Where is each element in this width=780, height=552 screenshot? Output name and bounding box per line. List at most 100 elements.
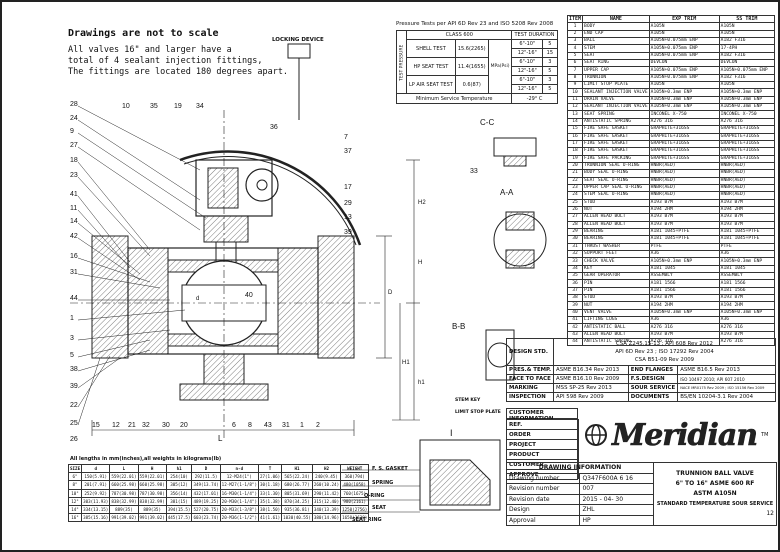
parts-cell: A181 1045 — [718, 264, 776, 274]
dims-cell: 527(20.75) — [191, 504, 221, 515]
dim-H1: H1 — [402, 360, 410, 366]
dims-cell: 603(23.74) — [191, 513, 221, 523]
parts-cell: A105N+0.3mm ENP — [648, 308, 720, 318]
info-value: ZHL — [579, 504, 654, 516]
meridian-logo: Meridian TM — [584, 412, 774, 458]
parts-cell: HNBR(AED) — [718, 191, 776, 200]
customer-info-header: CUSTOMER INFORMATION — [506, 408, 578, 422]
support-feet — [179, 383, 269, 401]
dims-cell: 16" — [67, 513, 83, 523]
parts-cell: CHECK VALVE — [582, 257, 650, 266]
dims-cell: 787(30.98) — [137, 488, 167, 498]
parts-cell: 16 — [566, 132, 584, 141]
parts-cell: 12 — [566, 103, 584, 112]
dims-header-cell: L — [109, 463, 139, 474]
parts-cell: FIRE SAFE GASKET — [582, 139, 650, 149]
parts-cell: GRAPHITE+316SS — [718, 132, 776, 141]
dim-H: H — [418, 260, 423, 266]
callout: 7 — [344, 134, 348, 141]
parts-cell: ALLEN HEAD BOLT — [582, 220, 650, 229]
parts-cell: SEAT — [582, 51, 650, 61]
parts-cell: A105N+0.3mm ENP — [648, 95, 720, 105]
parts-cell: A105N+0.075mm ENP — [648, 73, 720, 83]
dims-header-cell: H2 — [311, 463, 342, 474]
parts-cell: HNBR(AED) — [718, 176, 776, 185]
dims-row: 12"303(11.93)838(32.99)838(32.99)381(15)… — [67, 496, 370, 506]
dims-header-cell: WEIGHT — [340, 463, 370, 474]
parts-cell: ALLEN HEAD BOLT — [582, 213, 650, 222]
parts-cell: HNBR(AED) — [718, 183, 776, 193]
parts-cell: 20 — [566, 161, 584, 171]
parts-cell: THRUST WASHER — [582, 242, 650, 252]
dims-cell: 12-M27(1-1/8") — [219, 480, 259, 490]
parts-cell: PIN — [582, 279, 650, 288]
parts-cell: 39 — [566, 301, 584, 310]
dims-row: 16"385(15.16)991(39.02)991(39.02)445(17.… — [67, 513, 370, 523]
min-temp-value: -29° C — [511, 93, 558, 104]
locking-device — [287, 43, 311, 59]
test-value: 0.6(87) — [454, 75, 489, 94]
dims-cell: 150(5.91) — [81, 472, 111, 482]
parts-cell: A181 1045+PTFE — [718, 227, 776, 237]
dims-cell: 340(13.39) — [311, 504, 342, 515]
size-range: 12"-16" — [511, 48, 544, 58]
dim-h1: h1 — [418, 380, 425, 386]
parts-cell: 41 — [566, 316, 584, 325]
parts-cell: ASSEMBLY — [718, 272, 776, 281]
dims-cell: 432(17.01) — [191, 488, 221, 498]
parts-cell: INCONEL X-750 — [718, 110, 776, 119]
parts-cell: A276 316 — [648, 117, 720, 127]
info-label: Design — [505, 504, 581, 516]
duration: 15 — [542, 48, 558, 58]
dims-cell: 360(794) — [340, 472, 370, 482]
dims-header-cell: d — [81, 463, 111, 474]
parts-cell: TRUNNION SEAL O-RING — [582, 161, 650, 171]
parts-cell: A181 1566 — [718, 279, 776, 288]
dims-cell: 35(1.38) — [257, 496, 283, 506]
dim-L: L — [218, 434, 223, 443]
title-line: 6" TO 16" ASME 600 RF — [675, 480, 755, 487]
parts-cell: TRUNNION — [582, 73, 650, 83]
notes-line: The fittings are located 180 degrees apa… — [68, 67, 289, 77]
notes-line: total of 4 sealant injection fittings, — [68, 56, 263, 66]
dims-cell: 334(13.15) — [81, 504, 111, 515]
parts-cell: BODY SEAL O-RING — [582, 169, 650, 178]
parts-cell: HNBR(AED) — [648, 183, 720, 193]
parts-cell: A194 2HM — [648, 205, 720, 215]
callout: 33 — [470, 168, 478, 175]
parts-cell: 15 — [566, 125, 584, 134]
dims-cell: 356(14) — [165, 488, 193, 498]
parts-cell: KEY — [582, 264, 650, 274]
parts-cell: 23 — [566, 183, 584, 193]
callout: 41 — [70, 191, 78, 198]
parts-cell: A36 — [718, 249, 776, 259]
parts-cell: 19 — [566, 154, 584, 163]
std-label: INSPECTION — [505, 392, 555, 402]
info-label: Revision date — [505, 493, 581, 505]
parts-cell: ANTISTATIC SPRING — [582, 117, 650, 127]
parts-cell: 3 — [566, 37, 584, 46]
callout: 17 — [344, 184, 352, 191]
parts-cell: DEVLON — [718, 59, 776, 68]
parts-cell: A105N+0.3mm ENP — [718, 88, 776, 97]
dims-cell: 1250(2756) — [340, 504, 370, 515]
callout: 16 — [70, 253, 78, 260]
design-standards-table: DESIGN STD. CSA Z245.15-13 ; API 608 Rev… — [505, 338, 776, 402]
info-value: 007 — [579, 483, 654, 495]
parts-cell: A193 B7M — [648, 213, 720, 222]
callout: 14 — [70, 218, 78, 225]
test-name: HP SEAT TEST — [406, 57, 456, 76]
dims-header-cell: h1 — [165, 463, 193, 474]
parts-cell: GRAPHITE+316SS — [718, 139, 776, 149]
